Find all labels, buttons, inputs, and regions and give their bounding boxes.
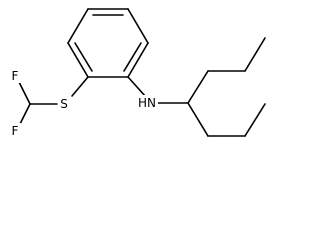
- ring-bond-lower-right-inner: [123, 42, 142, 72]
- molecule-structure: F F S HN: [9, 8, 266, 138]
- atom-label-f-bottom-group: F: [9, 123, 21, 138]
- bond-carbon-fluorine-bottom: [18, 103, 31, 127]
- bond-carbon-fluorine-top: [18, 81, 31, 105]
- atom-label-f-top-group: F: [9, 68, 21, 83]
- atom-label-amine-group: HN: [136, 95, 158, 110]
- ring-bond-lower-right: [127, 42, 149, 78]
- bond-ring-nitrogen: [127, 76, 147, 98]
- bond-lower-chain-3: [244, 103, 266, 137]
- atom-label-sulfur: S: [60, 97, 68, 111]
- atom-label-amine: HN: [138, 96, 156, 110]
- ring-bond-upper-right: [127, 8, 149, 44]
- atom-label-sulfur-group: S: [58, 96, 70, 111]
- bond-upper-chain-3: [244, 37, 266, 72]
- bond-upper-chain-1: [187, 70, 209, 104]
- bond-lower-chain-1: [187, 102, 209, 137]
- atom-label-f-top: F: [12, 69, 19, 83]
- ring-bond-lower-left-inner: [74, 42, 93, 72]
- ring-bond-lower-left: [67, 42, 89, 78]
- ring-bond-upper-left: [67, 8, 89, 44]
- benzene-ring: [67, 8, 149, 78]
- atom-label-f-bottom: F: [12, 124, 19, 138]
- bond-ring-sulfur: [71, 76, 89, 97]
